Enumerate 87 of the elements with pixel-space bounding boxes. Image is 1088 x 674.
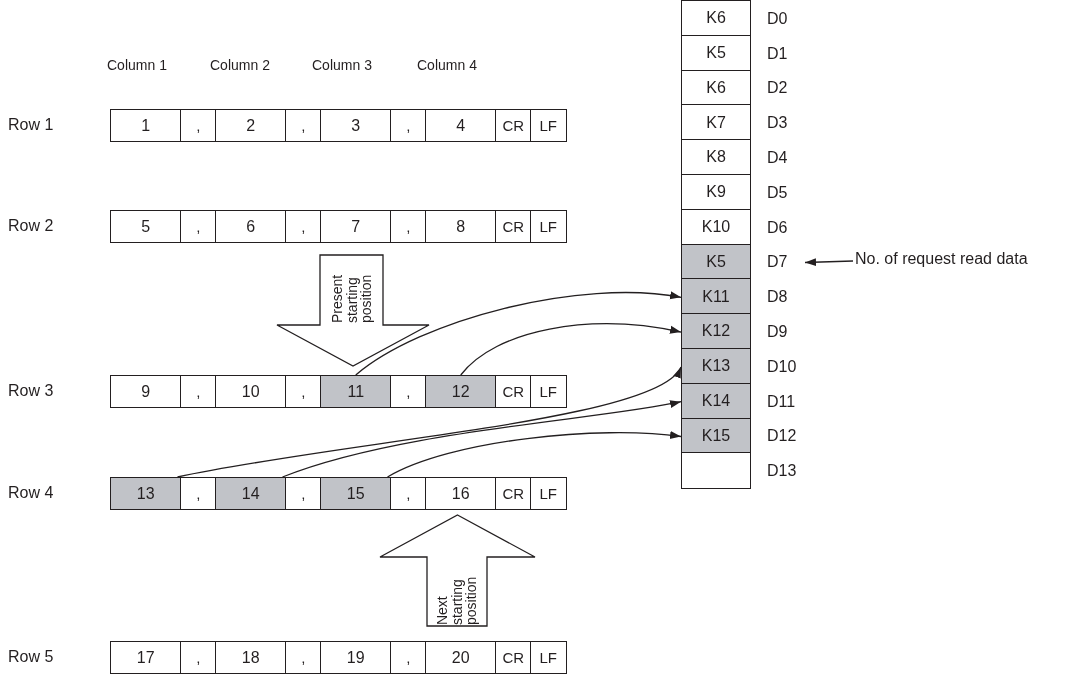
arrow-label: Next starting position [434,575,480,625]
row-label: Row 3 [8,382,54,400]
row-label: Row 4 [8,484,54,502]
column-label: Column 4 [417,57,477,73]
arrow [804,258,854,267]
table-cell: 8 [425,210,497,243]
table-cell: , [285,641,322,674]
arrow [355,291,682,376]
arrow [176,366,682,478]
table-cell: 7 [320,210,392,243]
table-cell: 6 [215,210,287,243]
column-label: Column 3 [312,57,372,73]
arrow-label: Present starting position [329,273,374,324]
register-label: D2 [767,79,789,98]
memory-cell: K9 [681,174,751,211]
register-label: D11 [767,392,797,411]
table-cell: LF [530,109,567,142]
register-label: D10 [767,357,798,376]
memory-cell: K5 [681,243,751,280]
table-cell: 18 [215,641,287,674]
register-label: D8 [767,288,789,307]
table-cell: , [285,477,322,510]
table-cell: LF [530,641,567,674]
table-cell: CR [495,477,532,510]
table-cell: , [390,210,427,243]
register-label: D3 [767,114,789,133]
table-cell: LF [530,375,567,408]
table-cell: , [180,109,217,142]
arrow [281,399,682,478]
table-cell: 16 [425,477,497,510]
table-cell: , [180,641,217,674]
register-label: D7 [767,253,789,272]
table-cell: 13 [110,477,182,510]
register-label: D13 [767,462,798,481]
memory-cell: K6 [681,69,751,106]
memory-cell: K11 [681,278,751,315]
table-cell: LF [530,210,567,243]
table-cell: CR [495,109,532,142]
table-cell: 15 [320,477,392,510]
register-label: D4 [767,149,789,168]
table-cell: , [285,375,322,408]
row-label: Row 1 [8,116,54,134]
table-cell: , [285,210,322,243]
table-cell: 17 [110,641,182,674]
table-cell: , [180,375,217,408]
register-label: D12 [767,427,798,446]
table-cell: , [180,210,217,243]
arrow [460,323,682,376]
table-cell: , [285,109,322,142]
table-cell: 19 [320,641,392,674]
memory-cell: K6 [681,0,751,37]
table-cell: 14 [215,477,287,510]
table-cell: 10 [215,375,287,408]
table-cell: 5 [110,210,182,243]
table-cell: 12 [425,375,497,408]
table-cell: 11 [320,375,392,408]
table-cell: , [390,477,427,510]
register-label: D0 [767,9,789,28]
register-label: D6 [767,218,789,237]
arrow [386,431,682,478]
table-cell: , [390,641,427,674]
column-label: Column 2 [210,57,270,73]
table-cell: , [390,109,427,142]
register-label: D9 [767,323,789,342]
table-cell: CR [495,641,532,674]
table-cell: 2 [215,109,287,142]
annotation-text: No. of request read data [855,250,1033,272]
table-cell: 9 [110,375,182,408]
row-label: Row 2 [8,217,54,235]
row-label: Row 5 [8,648,54,666]
memory-cell: K8 [681,139,751,176]
register-label: D1 [767,44,789,63]
memory-cell: K12 [681,313,751,350]
memory-cell: K13 [681,348,751,385]
table-cell: CR [495,375,532,408]
memory-cell: K7 [681,104,751,141]
table-cell: LF [530,477,567,510]
table-cell: 3 [320,109,392,142]
table-cell: CR [495,210,532,243]
table-cell: , [180,477,217,510]
table-cell: 20 [425,641,497,674]
memory-cell: K15 [681,417,751,454]
table-cell: 1 [110,109,182,142]
table-cell: 4 [425,109,497,142]
column-label: Column 1 [107,57,167,73]
register-label: D5 [767,183,789,202]
table-cell: , [390,375,427,408]
